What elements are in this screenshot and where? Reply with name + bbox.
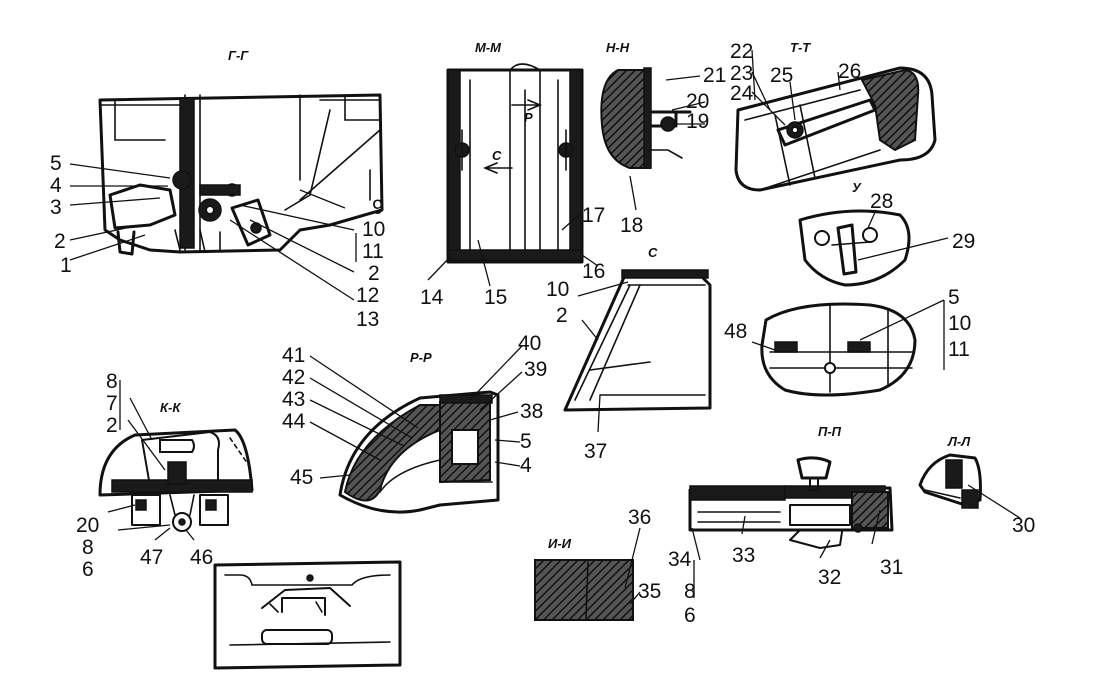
section-label-g-g: Г-Г bbox=[228, 48, 249, 63]
callout-46: 46 bbox=[190, 546, 213, 569]
callout-43: 43 bbox=[282, 388, 305, 411]
section-label-i-i: И-И bbox=[548, 536, 572, 551]
callout-13: 13 bbox=[356, 308, 379, 331]
view-u: У bbox=[798, 180, 911, 287]
leaders-p-p: 34 8 6 33 32 31 bbox=[668, 509, 903, 627]
callout-19: 19 bbox=[686, 110, 709, 133]
leaders-t-t: 22 23 24 25 26 bbox=[730, 40, 861, 126]
callout-7: 7 bbox=[106, 392, 118, 415]
callout-2: 2 bbox=[556, 304, 568, 327]
callout-25: 25 bbox=[770, 64, 793, 87]
section-label-t-t: Т-Т bbox=[790, 40, 811, 55]
callout-20: 20 bbox=[686, 90, 709, 113]
leaders-l-l: 30 bbox=[967, 484, 1035, 537]
view-n-n: Н-Н bbox=[600, 40, 692, 169]
callout-1: 1 bbox=[60, 254, 72, 277]
callout-38: 38 bbox=[520, 400, 543, 423]
callout-8: 8 bbox=[684, 580, 696, 603]
callout-26: 26 bbox=[838, 60, 861, 83]
leaders-m-m: 14 15 16 17 bbox=[420, 204, 605, 309]
callout-4: 4 bbox=[520, 454, 532, 477]
callout-45: 45 bbox=[290, 466, 313, 489]
callout-5: 5 bbox=[948, 286, 960, 309]
view-l-l: Л-Л bbox=[918, 434, 982, 509]
leaders-i-i: 36 35 bbox=[624, 506, 661, 605]
arrow-label-r: Р bbox=[524, 110, 533, 125]
callout-15: 15 bbox=[484, 286, 507, 309]
leaders-k-k: 8 7 2 20 8 6 47 46 bbox=[76, 370, 213, 581]
callout-10: 10 bbox=[948, 312, 971, 335]
callout-31: 31 bbox=[880, 556, 903, 579]
callout-6: 6 bbox=[684, 604, 696, 627]
callout-8: 8 bbox=[82, 536, 94, 559]
section-label-r-r: Р-Р bbox=[410, 350, 432, 365]
callout-47: 47 bbox=[140, 546, 163, 569]
callout-3: 3 bbox=[50, 196, 62, 219]
callout-20: 20 bbox=[76, 514, 99, 537]
view-k-k: К-К bbox=[98, 400, 254, 532]
callout-33: 33 bbox=[732, 544, 755, 567]
callout-48: 48 bbox=[724, 320, 747, 343]
section-label-l-l: Л-Л bbox=[947, 434, 971, 449]
callout-11: 11 bbox=[948, 338, 970, 361]
callout-6: 6 bbox=[82, 558, 94, 581]
view-s: С bbox=[563, 245, 712, 412]
view-front-box bbox=[213, 560, 402, 670]
callout-44: 44 bbox=[282, 410, 306, 433]
callout-10: 10 bbox=[362, 218, 385, 241]
view-p-p: П-П bbox=[688, 424, 894, 549]
callout-16: 16 bbox=[582, 260, 605, 283]
callout-32: 32 bbox=[818, 566, 841, 589]
callout-24: 24 bbox=[730, 82, 754, 105]
callout-17: 17 bbox=[582, 204, 605, 227]
callout-4: 4 bbox=[50, 174, 62, 197]
arrow-label-s: С bbox=[492, 148, 502, 163]
callout-37: 37 bbox=[584, 440, 607, 463]
section-label-k-k: К-К bbox=[160, 400, 181, 415]
callout-40: 40 bbox=[518, 332, 541, 355]
view-g-g: Г-Г bbox=[98, 48, 384, 256]
leaders-r-r: 41 42 43 44 45 40 39 38 5 4 bbox=[282, 332, 547, 489]
leaders-g-g: 5 4 3 2 1 9 10 11 2 12 13 bbox=[50, 152, 385, 331]
view-i-i: И-И bbox=[534, 536, 634, 621]
callout-8: 8 bbox=[106, 370, 118, 393]
callout-34: 34 bbox=[668, 548, 692, 571]
callout-2: 2 bbox=[54, 230, 66, 253]
leaders-n-n: 21 20 19 18 bbox=[620, 64, 726, 237]
view-r-r: Р-Р bbox=[338, 350, 500, 514]
section-label-p-p: П-П bbox=[818, 424, 842, 439]
callout-18: 18 bbox=[620, 214, 643, 237]
section-label-m-m: М-М bbox=[475, 40, 502, 55]
callout-12: 12 bbox=[356, 284, 379, 307]
callout-22: 22 bbox=[730, 40, 753, 63]
view-bolt-section bbox=[760, 302, 917, 397]
callout-41: 41 bbox=[282, 344, 305, 367]
view-t-t: Т-Т bbox=[734, 40, 937, 192]
callout-23: 23 bbox=[730, 62, 753, 85]
callout-21: 21 bbox=[703, 64, 726, 87]
callout-2: 2 bbox=[368, 262, 380, 285]
section-label-u: У bbox=[852, 180, 862, 195]
view-m-m: М-М Р С bbox=[446, 40, 584, 264]
callout-5: 5 bbox=[520, 430, 532, 453]
leaders-bolt-section: 5 10 11 48 bbox=[724, 286, 971, 370]
callout-42: 42 bbox=[282, 366, 305, 389]
callout-28: 28 bbox=[870, 190, 893, 213]
callout-36: 36 bbox=[628, 506, 651, 529]
section-label-n-n: Н-Н bbox=[606, 40, 630, 55]
callout-5: 5 bbox=[50, 152, 62, 175]
callout-11: 11 bbox=[362, 240, 384, 263]
section-label-s: С bbox=[648, 245, 658, 260]
callout-29: 29 bbox=[952, 230, 975, 253]
callout-14: 14 bbox=[420, 286, 444, 309]
callout-39: 39 bbox=[524, 358, 547, 381]
callout-2: 2 bbox=[106, 414, 118, 437]
callout-30: 30 bbox=[1012, 514, 1035, 537]
callout-35: 35 bbox=[638, 580, 661, 603]
leaders-u: 28 29 bbox=[857, 190, 975, 261]
callout-9: 9 bbox=[372, 196, 384, 219]
leaders-s: 10 2 37 bbox=[546, 278, 629, 463]
callout-10: 10 bbox=[546, 278, 569, 301]
